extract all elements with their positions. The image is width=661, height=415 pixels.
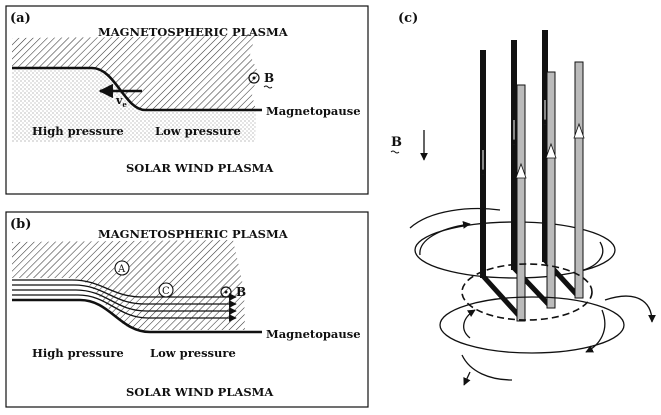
panel-c-b-label: B [391, 135, 402, 150]
panel-c-kink-1 [481, 274, 523, 320]
panel-a-magnetopause-line [12, 66, 262, 112]
panel-c-loop-outer-top [409, 207, 501, 229]
panel-b-field-line-4 [12, 294, 237, 322]
panel-b-high-pressure: High pressure [32, 346, 124, 360]
panel-c-grey-tube-1-arrow [515, 162, 527, 179]
panel-c-label: (c) [398, 11, 418, 26]
panel-a-b-out-of-page-icon [248, 72, 260, 84]
panel-c-grey-tube-2-arrow [545, 142, 557, 159]
panel-c-grey-tube-3-arrow [573, 122, 585, 139]
panel-b-label: (b) [10, 217, 31, 232]
panel-a-magnetosphere-region [12, 36, 258, 110]
panel-c-dark-tube-3 [542, 30, 548, 262]
panel-c-loop-arrow-front-right [585, 309, 606, 353]
panel-b-magnetosphere-region [12, 240, 245, 330]
panel-a-b-tilde [263, 85, 273, 89]
panel-b-field-line-1 [12, 279, 237, 301]
panel-b-field-lines [12, 279, 237, 322]
panel-b: A C B (b) MAGNETOSPHERIC PLASMA Magnetop… [5, 211, 369, 408]
panel-c-loop-lower [439, 296, 625, 354]
panel-b-field-line-2 [12, 284, 237, 308]
panel-c-current-loops-front [409, 207, 656, 386]
panel-c-b-tilde [390, 150, 400, 154]
panel-c-loop-arrow-left [419, 221, 471, 256]
panel-a-magnetopause-label: Magnetopause [266, 104, 361, 118]
panel-c-dark-flux-tubes [480, 30, 548, 278]
panel-c-loop-arrow-down-left [463, 371, 471, 386]
panel-c: (c) B [390, 11, 656, 386]
panel-b-magnetopause-line [12, 298, 262, 334]
panel-b-marker-a [114, 260, 130, 276]
panel-a: ve B (a) MAGNETOSPHERIC PLASMA Magnetopa… [5, 5, 369, 195]
panel-b-top-region: MAGNETOSPHERIC PLASMA [98, 227, 289, 241]
panel-c-dashed-boundary [461, 263, 593, 321]
panel-b-magnetopause-label: Magnetopause [266, 327, 361, 341]
panel-b-marker-a-text: A [117, 264, 126, 275]
panel-b-bottom-region: SOLAR WIND PLASMA [126, 385, 274, 399]
panel-a-velocity-label: ve [115, 94, 127, 109]
panel-a-high-pressure: High pressure [32, 124, 124, 138]
panel-a-solarwind-region [12, 68, 256, 142]
panel-a-low-pressure: Low pressure [155, 124, 241, 138]
panel-c-grey-tube-3 [574, 61, 584, 299]
panel-c-grey-flux-tubes [515, 61, 585, 322]
panel-c-loop-tail-left [461, 354, 513, 381]
panel-c-grey-tube-2 [546, 71, 556, 309]
panel-c-loop-arrow-front-left [463, 309, 476, 339]
panel-a-label: (a) [10, 11, 31, 26]
panel-c-grey-tube-1 [516, 84, 526, 322]
panel-b-b-label: B [236, 285, 246, 299]
panel-b-field-line-3 [12, 289, 237, 315]
panel-c-loop-arrow-down-right [604, 295, 656, 323]
panel-a-top-region: MAGNETOSPHERIC PLASMA [98, 25, 289, 39]
panel-c-dark-tube-2 [511, 40, 517, 270]
panel-b-b-dot-icon [224, 290, 228, 294]
panel-b-b-out-of-page-icon [220, 286, 232, 298]
panel-a-bottom-region: SOLAR WIND PLASMA [126, 161, 274, 175]
panel-b-low-pressure: Low pressure [150, 346, 236, 360]
panel-a-b-dot-icon [252, 76, 256, 80]
panel-a-b-label: B [264, 71, 274, 85]
panel-b-marker-c [158, 282, 174, 298]
panel-b-marker-c-text: C [162, 286, 170, 297]
